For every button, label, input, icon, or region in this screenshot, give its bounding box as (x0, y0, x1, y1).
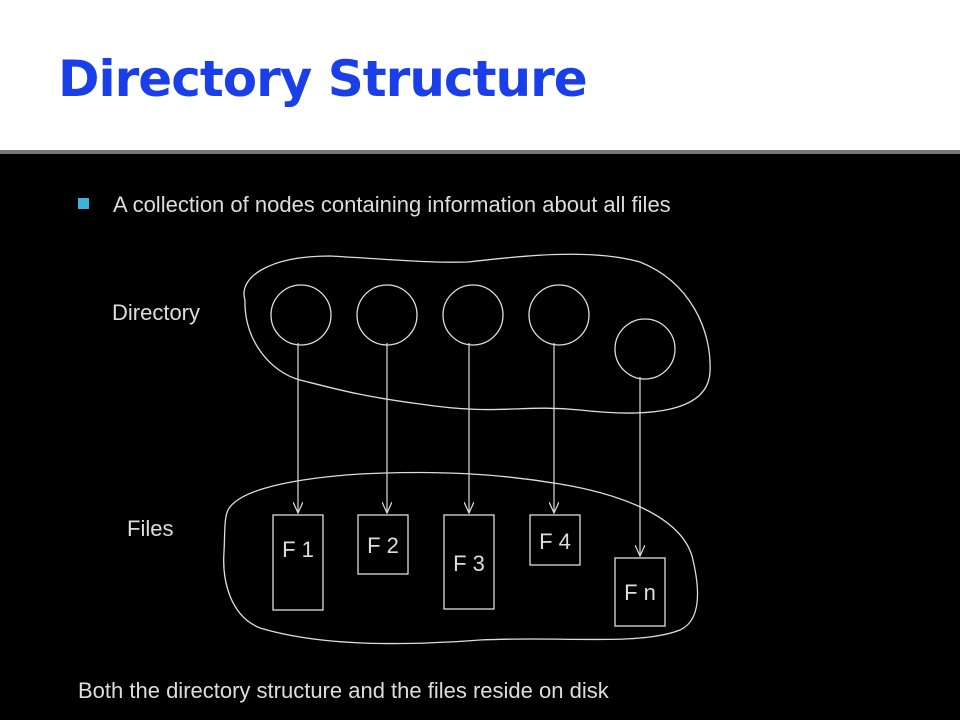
file-label-4: F 4 (539, 529, 571, 554)
file-label-2: F 2 (367, 533, 399, 558)
bullet-text: A collection of nodes containing informa… (113, 192, 671, 217)
file-label-1: F 1 (282, 537, 314, 562)
directory-node-3 (442, 284, 504, 346)
directory-node-5 (614, 318, 676, 380)
square-bullet-icon (78, 198, 89, 209)
file-box-3 (443, 514, 495, 610)
slide-header: Directory Structure (0, 0, 960, 150)
files-outline (223, 471, 699, 645)
file-box-5 (614, 557, 666, 627)
directory-label: Directory (112, 300, 201, 325)
file-label-3: F 3 (453, 551, 485, 576)
slide-title: Directory Structure (58, 50, 588, 108)
files-label: Files (127, 516, 174, 541)
footer-text: Both the directory structure and the fil… (78, 678, 609, 703)
file-box-4 (529, 514, 581, 566)
directory-node-4 (528, 284, 590, 346)
directory-node-1 (270, 284, 332, 346)
directory-outline (243, 253, 711, 414)
file-label-5: F n (624, 580, 656, 605)
directory-node-2 (356, 284, 418, 346)
slide-content (0, 154, 960, 720)
file-box-2 (357, 514, 409, 575)
file-box-1 (272, 514, 324, 611)
header-divider (0, 150, 960, 154)
